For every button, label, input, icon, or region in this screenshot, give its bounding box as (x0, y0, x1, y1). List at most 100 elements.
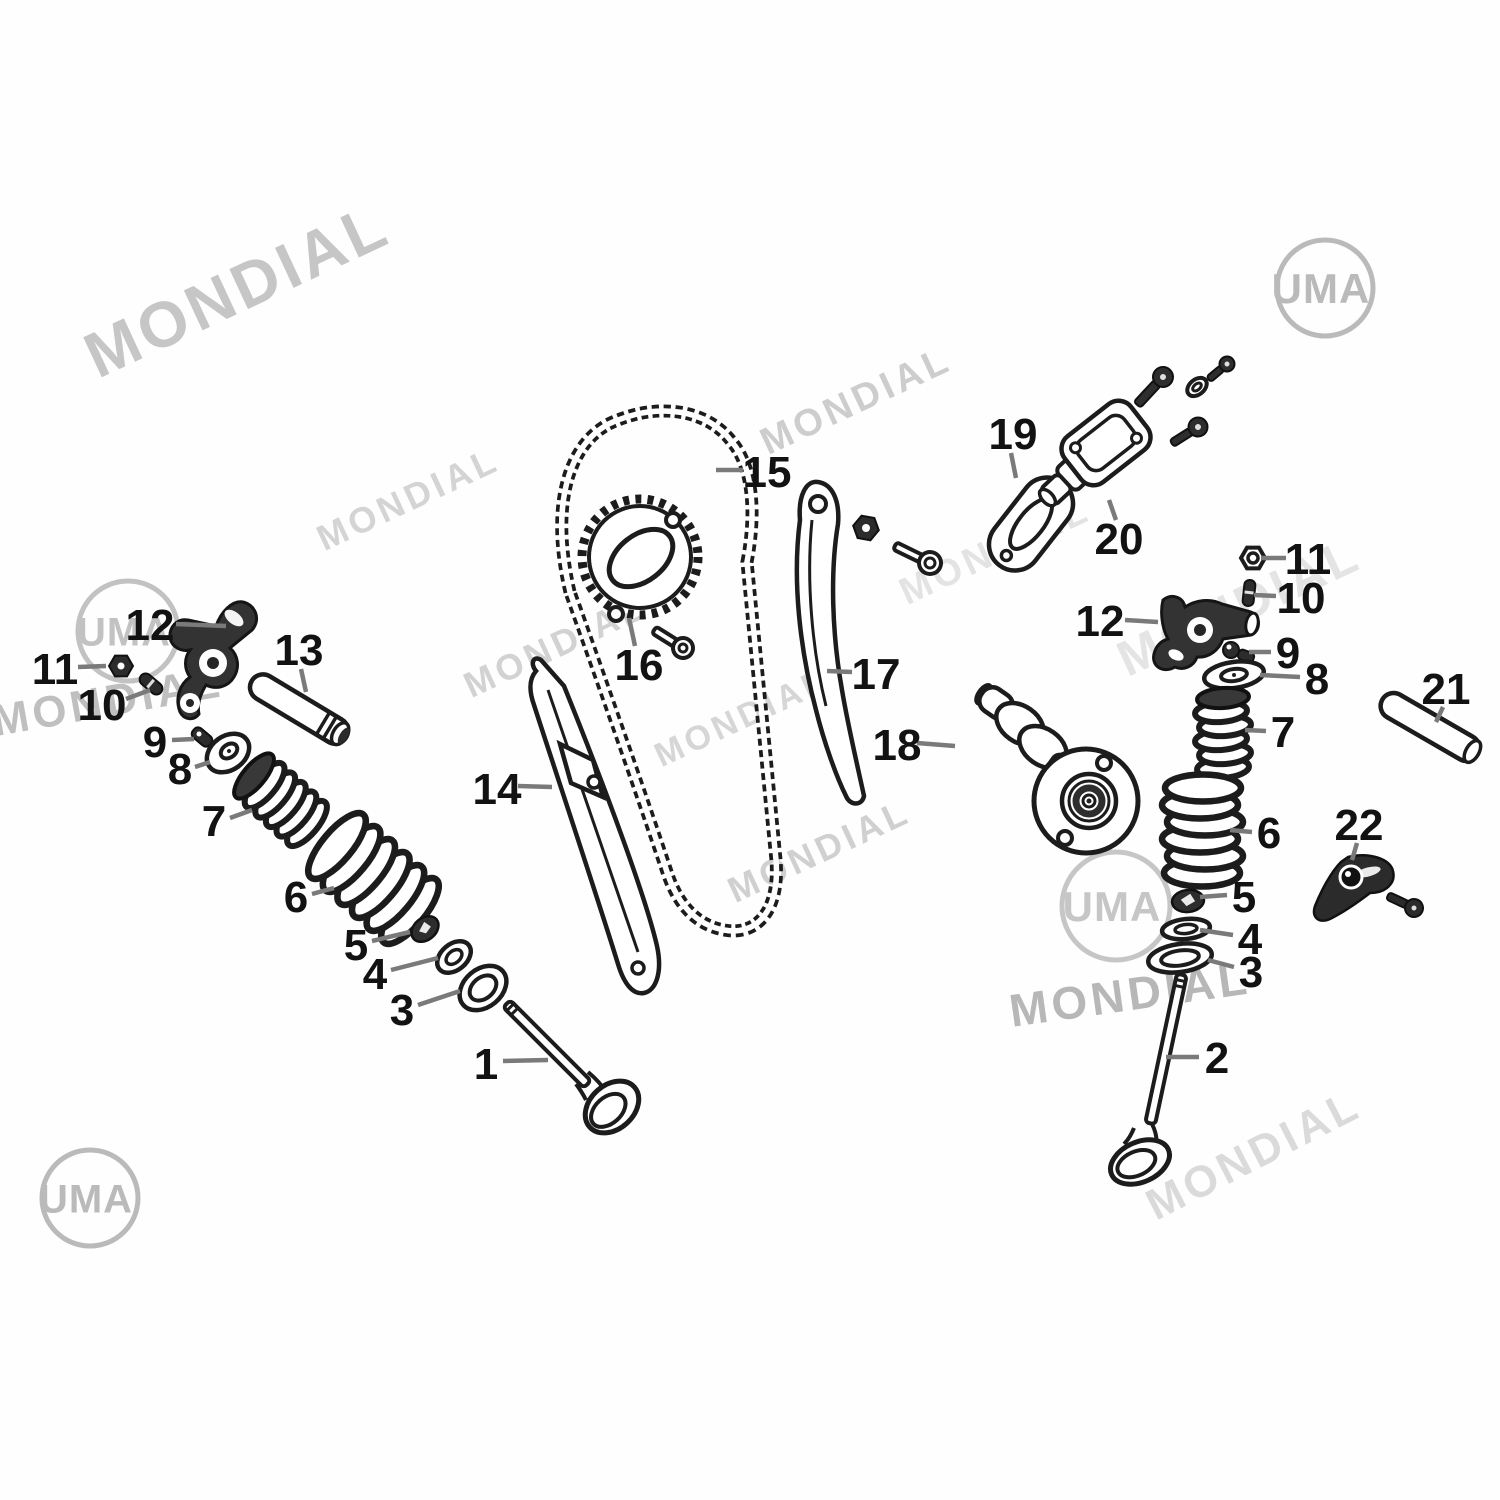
uma-logo-text: UMA (1272, 265, 1371, 312)
tensioner-bolt-lower (1169, 416, 1209, 447)
diagram-shape (1159, 948, 1201, 968)
diagram-shape (1168, 649, 1184, 661)
leader-line-part-16-C (626, 617, 638, 647)
part-number-8-R: 8 (1305, 655, 1329, 704)
diagram-shape (502, 999, 592, 1089)
diagram-shape (559, 408, 780, 934)
rocker-arm-shaft-left (247, 672, 351, 747)
part-number-21-R: 21 (1422, 665, 1471, 714)
intake-valve (1108, 972, 1188, 1187)
uma-logo: UMA (1272, 237, 1376, 339)
diagram-shape (1086, 798, 1092, 804)
diagram-shape (1244, 590, 1254, 595)
part-number-16-C: 16 (615, 641, 664, 690)
leader-line-part-1-L (502, 1057, 549, 1064)
part-number-6-L: 6 (284, 873, 308, 922)
spring-retainer-left (204, 731, 252, 775)
diagram-shape (304, 809, 370, 883)
diagram-shape (1161, 771, 1245, 805)
uma-logo-circle (39, 1147, 141, 1249)
part-number-20-R: 20 (1095, 515, 1144, 564)
part-number-7-R: 7 (1271, 708, 1295, 757)
diagram-shape (664, 511, 682, 529)
inner-valve-spring-left (232, 751, 330, 850)
leader-line-part-5-R (1199, 892, 1228, 900)
diagram-shape (467, 973, 499, 1003)
diagram-shape (546, 689, 640, 953)
timing-chain (555, 404, 783, 938)
timing-chain-group (528, 404, 943, 996)
leader-line-part-7-R (1244, 727, 1267, 734)
leader-line-part-7-L (229, 807, 253, 821)
diagram-shape (186, 699, 194, 707)
diagram-shape (314, 711, 338, 739)
leader-line-part-20-R (1106, 499, 1119, 521)
diagram-shape (1345, 871, 1351, 877)
diagram-shape (1462, 738, 1483, 765)
adjuster-screw-right (1241, 578, 1257, 608)
leader-line-part-6-R (1229, 827, 1253, 835)
diagram-shape (1115, 1147, 1158, 1180)
diagram-shape (1244, 611, 1260, 637)
leader-line-part-22-R (1349, 842, 1360, 861)
tensioner-group (986, 355, 1236, 573)
rocker-highlight (224, 609, 244, 627)
diagram-shape (1185, 375, 1209, 399)
uma-logo: UMA (39, 1147, 141, 1249)
uma-logo-text: UMA (77, 610, 171, 654)
diagram-shape (1195, 685, 1251, 711)
diagram-shape (1144, 972, 1188, 1126)
leader-line-part-3-L (417, 988, 461, 1008)
diagram-shape (1108, 1137, 1172, 1187)
leader-line-part-8-L (194, 759, 211, 770)
chain-guide-front (528, 656, 662, 996)
diagram-shape (1222, 641, 1240, 659)
part-number-11-R: 11 (1285, 535, 1332, 584)
leader-line-part-17-C (826, 668, 853, 675)
diagram-shape (808, 494, 828, 514)
rocker-arm-exhaust (168, 600, 259, 721)
leader-line-part-21-R (1433, 706, 1446, 723)
diagram-shape (207, 657, 219, 669)
spring-washer-right (1159, 916, 1213, 942)
uma-logo-text: UMA (39, 1177, 133, 1221)
diagram-shape (227, 749, 232, 754)
diagram-shape (1191, 381, 1203, 393)
leader-line-part-9-L (171, 736, 195, 743)
leader-line-part-12-L (175, 621, 227, 629)
diagram-shape (582, 1078, 642, 1136)
part-number-12-L: 12 (126, 601, 175, 650)
part-number-1-L: 1 (474, 1040, 498, 1089)
watermark-mondial: MONDIAL (754, 339, 958, 464)
diagram-shape (1232, 673, 1236, 677)
diagram-shape (505, 1002, 520, 1017)
valve-seal-left (457, 963, 509, 1013)
part-number-22-R: 22 (1335, 801, 1384, 850)
diagram-shape (1246, 551, 1260, 565)
chain-tensioner-body (1037, 398, 1153, 508)
exhaust-valve (502, 999, 642, 1136)
blade-pivot-nut (852, 514, 880, 542)
part-number-18-C: 18 (873, 721, 922, 770)
part-number-5-L: 5 (344, 921, 368, 970)
part-number-3-R: 3 (1239, 948, 1263, 997)
leader-line-part-11-L (77, 663, 107, 670)
part-number-10-L: 10 (78, 681, 127, 730)
tensioner-bolt-small (1206, 355, 1236, 382)
leader-line-part-12-R (1124, 617, 1159, 625)
tensioner-washer (1185, 375, 1209, 399)
leader-line-part-5-L (371, 929, 411, 944)
sprocket-bolt (651, 625, 695, 660)
part-number-9-R: 9 (1276, 629, 1300, 678)
part-number-6-R: 6 (1257, 809, 1281, 858)
part-number-11-L: 11 (32, 645, 79, 694)
diagram-shape (794, 479, 867, 806)
cam-sprocket (577, 494, 703, 623)
diagram-shape (1095, 754, 1113, 772)
part-number-15-C: 15 (743, 448, 792, 497)
diagram-shape (419, 921, 431, 934)
spring-seat-left (410, 914, 440, 944)
leader-line-part-18-C (916, 740, 956, 749)
